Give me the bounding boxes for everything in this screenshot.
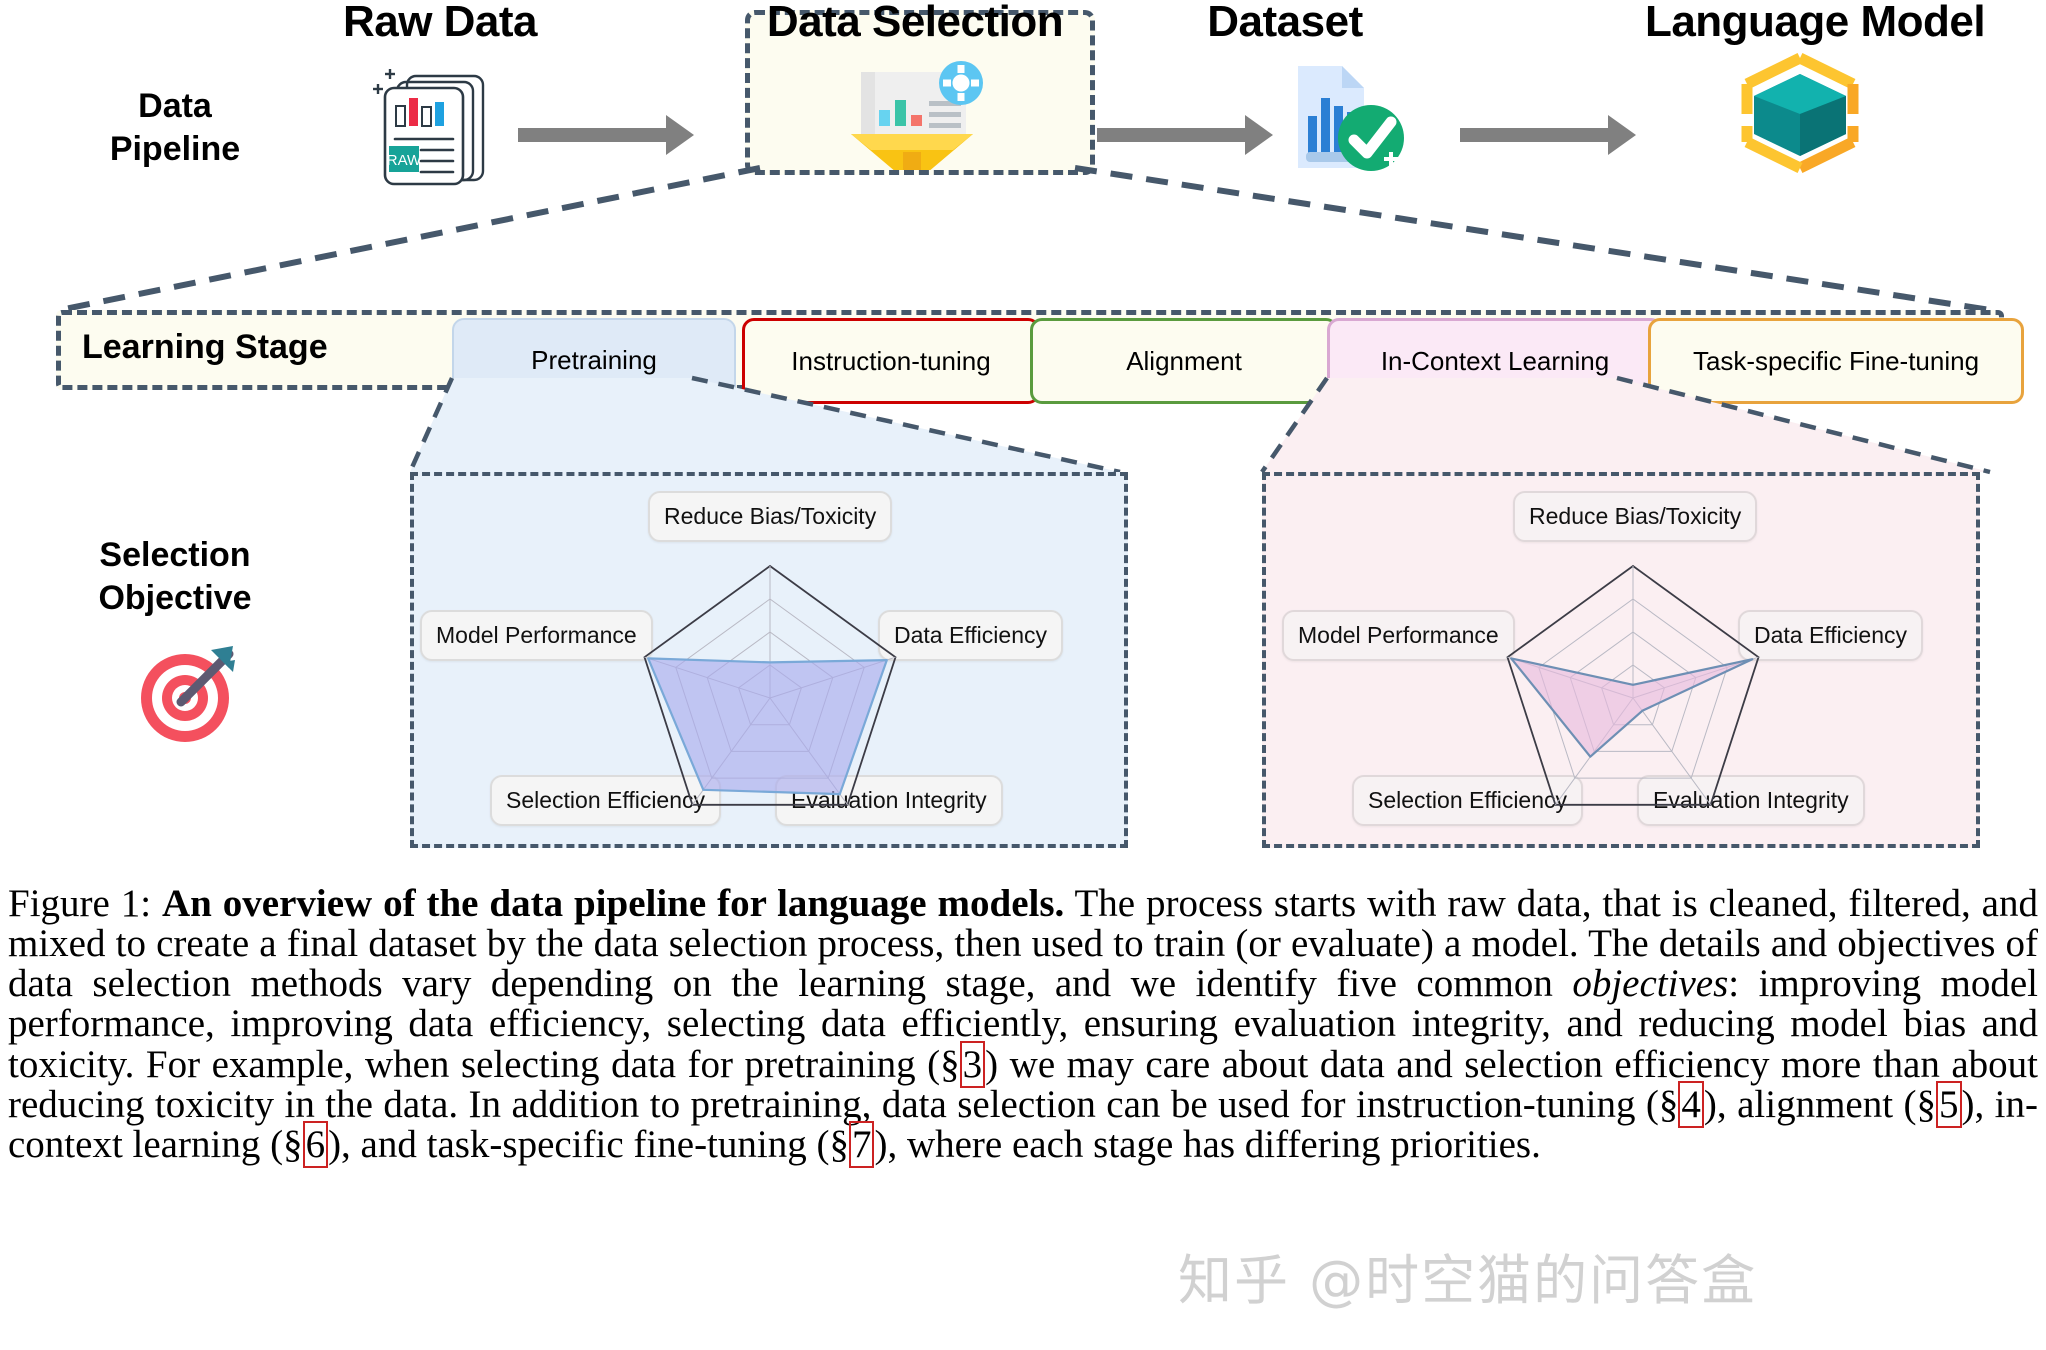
section-ref-4[interactable]: 4: [1678, 1080, 1704, 1128]
arrow-dataset-to-model: [1460, 115, 1636, 155]
section-ref-5[interactable]: 5: [1936, 1080, 1962, 1128]
caption-part2: : improving model performance, improving…: [8, 962, 2038, 1086]
learning-stage-label: Learning Stage: [82, 328, 328, 366]
arrow-raw-to-selection: [518, 115, 694, 155]
learning-stage-tag-instruction-tuning[interactable]: Instruction-tuning: [742, 318, 1040, 404]
caption-italic-objectives: objectives: [1572, 962, 1729, 1006]
objective-label-reduce-bias-toxicity-icl: Reduce Bias/Toxicity: [1513, 491, 1758, 542]
objective-label-data-efficiency-pretraining: Data Efficiency: [878, 610, 1063, 661]
dataset-check-icon: [1270, 60, 1440, 172]
watermark: 知乎 @时空猫的问答盒: [1178, 1249, 1758, 1312]
objective-label-selection-efficiency-icl: Selection Efficiency: [1352, 775, 1584, 826]
caption-part6: ), and task-specific fine-tuning (§: [328, 1122, 849, 1166]
svg-text:RAW: RAW: [387, 152, 422, 169]
objective-label-evaluation-integrity-pretraining: Evaluation Integrity: [775, 775, 1003, 826]
caption-part4: ), alignment (§: [1703, 1082, 1936, 1126]
section-ref-6[interactable]: 6: [302, 1120, 329, 1168]
connector-selection-to-band: [59, 165, 1991, 313]
objective-label-model-performance-pretraining: Model Performance: [420, 610, 653, 661]
arrow-selection-to-dataset: [1097, 115, 1273, 155]
stage-title-raw-data: Raw Data: [342, 0, 538, 46]
objective-label-evaluation-integrity-icl: Evaluation Integrity: [1637, 775, 1865, 826]
objective-label-model-performance-icl: Model Performance: [1282, 610, 1515, 661]
figure-caption: Figure 1: An overview of the data pipeli…: [8, 882, 2039, 1168]
objective-label-data-efficiency-icl: Data Efficiency: [1738, 610, 1923, 661]
caption-part1: The process starts with raw data, that i…: [8, 882, 2038, 1006]
caption-part7: ), where each stage has differing priori…: [874, 1122, 1541, 1166]
target-dartboard-icon: [133, 638, 243, 743]
objective-label-reduce-bias-toxicity-pretraining: Reduce Bias/Toxicity: [648, 491, 893, 542]
stage-title-language-model: Language Model: [1644, 0, 1986, 46]
objective-label-selection-efficiency-pretraining: Selection Efficiency: [490, 775, 722, 826]
language-model-cube-icon: [1725, 52, 1875, 174]
caption-part5: ), in-context learning (§: [8, 1082, 2039, 1166]
learning-stage-tag-alignment[interactable]: Alignment: [1030, 318, 1338, 404]
section-ref-7[interactable]: 7: [848, 1120, 875, 1168]
raw-data-document-icon: RAW: [345, 62, 535, 187]
stage-title-data-selection: Data Selection: [766, 0, 1064, 46]
caption-bold-lead: An overview of the data pipeline for lan…: [162, 882, 1065, 925]
section-ref-3[interactable]: 3: [959, 1040, 986, 1088]
funnel-filter-icon: [833, 60, 1003, 180]
connector-tags-to-panels: [407, 375, 1991, 475]
pretraining-objectives-radar: [643, 564, 897, 806]
stage-title-dataset: Dataset: [1207, 0, 1363, 46]
learning-stage-tag-task-specific-fine-tuning[interactable]: Task-specific Fine-tuning: [1648, 318, 2024, 404]
in-context-learning-objectives-radar: [1506, 564, 1760, 806]
caption-figure-label: Figure 1:: [8, 882, 152, 925]
caption-part3: ) we may care about data and selection e…: [8, 1042, 2039, 1126]
